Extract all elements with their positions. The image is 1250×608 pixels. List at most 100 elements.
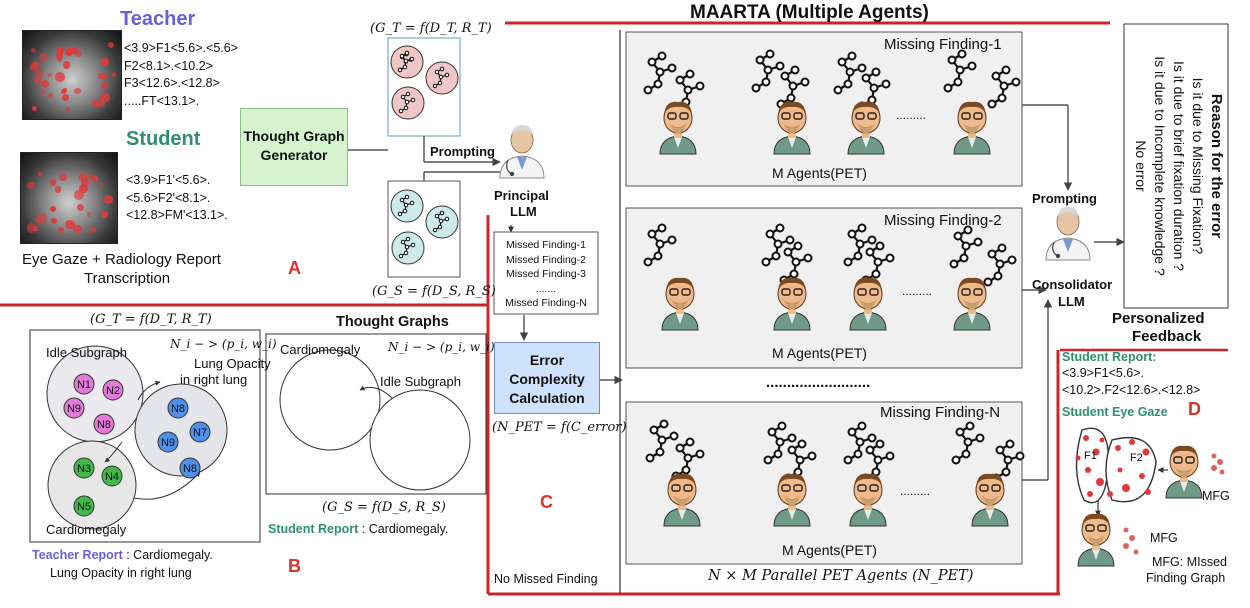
npet-formula: (N_PET = f(C_error)	[492, 420, 627, 435]
fixation-dot	[37, 171, 43, 177]
fixation-dot	[65, 48, 73, 56]
row-agents-label: M Agents(PET)	[772, 345, 867, 361]
personalized-line-2: Feedback	[1132, 328, 1202, 345]
missed-finding-item: .......	[535, 282, 557, 295]
parallel-agents-caption: N × M Parallel PET Agents (N_PET)	[708, 568, 974, 584]
teacher-graph-node-label: N8	[183, 463, 197, 475]
teacher-title: Teacher	[120, 8, 196, 30]
reason-title: Reason for the error	[1208, 93, 1225, 239]
teacher-graph-formula: (G_T = f(D_T, R_T)	[370, 21, 492, 36]
fixation-dot	[101, 57, 109, 66]
teacher-graph-node-label: N4	[105, 471, 119, 483]
student-report-title: Student Report:	[1062, 350, 1157, 364]
row-agents-label: M Agents(PET)	[782, 542, 877, 558]
mfg-label-2: MFG	[1150, 531, 1178, 545]
teacher-line: F2<8.1>.<10.2>	[124, 58, 213, 73]
thought-graph-generator-box: Thought Graph Generator	[240, 108, 348, 186]
fixation-dot	[54, 186, 61, 193]
fixation-dot	[57, 57, 63, 63]
teacher-graph-node-label: N8	[97, 419, 111, 431]
fixation-dot	[108, 42, 114, 49]
fixation-dot	[65, 106, 71, 112]
fixation-dot	[88, 174, 93, 179]
prompting-label: Prompting	[430, 144, 495, 159]
teacher-graph-node: N2	[102, 379, 124, 401]
panel-letter-a: A	[288, 258, 301, 278]
error-label-1: Error	[529, 352, 565, 368]
teacher-formula-b: (G_T = f(D_T, R_T)	[90, 312, 212, 327]
lung-opacity-line-2: in right lung	[180, 372, 248, 387]
fixation-dot	[65, 220, 75, 230]
teacher-graph-node: N1	[73, 373, 95, 395]
teacher-line: <3.9>F1<5.6>.<5.6>	[124, 41, 238, 55]
teacher-graph-node: N9	[157, 431, 179, 453]
caption-line-1: Eye Gaze + Radiology Report	[22, 251, 221, 268]
teacher-line: .....FT<13.1>.	[124, 93, 200, 108]
fixation-dot	[26, 181, 35, 190]
idle-subgraph-student: Idle Subgraph	[380, 374, 461, 389]
teacher-graph-node: N4	[101, 465, 123, 487]
teacher-line: F3<12.6>.<12.8>	[124, 76, 220, 90]
ni-formula-teacher: N_i − > (p_i, w_i)	[170, 337, 277, 351]
fixation-dot	[39, 53, 49, 62]
caption-line-2: Transcription	[84, 270, 171, 287]
fixation-dot	[34, 75, 43, 84]
panel-letter-c: C	[540, 492, 553, 512]
fixation-dot	[76, 204, 84, 212]
student-report-label: Student Report	[268, 522, 359, 536]
fixation-dot	[57, 226, 64, 233]
eye-gaze-title: Student Eye Gaze	[1062, 405, 1168, 419]
fixation-dot	[73, 224, 82, 234]
fixation-dot	[37, 213, 47, 223]
fixation-dot	[73, 190, 84, 201]
teacher-graph-node: N8	[167, 397, 189, 419]
fixation-dot	[74, 87, 81, 95]
fixation-dot	[31, 47, 37, 53]
fixation-dot	[110, 72, 116, 78]
fixation-dot	[81, 178, 90, 187]
error-label-2: Complexity	[509, 371, 585, 387]
student-line: <12.8>FM'<13.1>.	[126, 208, 228, 222]
reason-box-text: Reason for the error Is it due to Missin…	[1126, 30, 1226, 302]
thought-graphs-title: Thought Graphs	[336, 314, 449, 330]
missed-finding-item: Missed Finding-1	[506, 239, 586, 251]
missed-findings-list: Missed Finding-1 Missed Finding-2 Missed…	[496, 238, 596, 311]
cardiomegaly-student: Cardiomegaly	[280, 342, 361, 357]
fixation-dot	[41, 80, 50, 89]
student-report-line-1: <3.9>F1<5.6>.	[1062, 366, 1145, 380]
teacher-graph-node: N8	[93, 413, 115, 435]
fixation-dot	[98, 72, 106, 80]
fixation-dot	[55, 71, 65, 82]
fixation-dot	[50, 205, 57, 212]
error-complexity-box: Error Complexity Calculation	[494, 342, 600, 414]
maarta-title: MAARTA (Multiple Agents)	[690, 2, 929, 23]
student-report-text: : Cardiomegaly.	[358, 522, 449, 536]
f2-label: F2	[1130, 452, 1143, 464]
student-report-line-2: <10.2>.F2<12.6>.<12.8>	[1062, 383, 1201, 397]
teacher-graph-node: N5	[73, 495, 95, 517]
fixation-dot	[61, 93, 70, 102]
no-missed-finding-label: No Missed Finding	[494, 572, 598, 586]
fixation-dot	[103, 195, 113, 205]
fixation-dot	[100, 92, 110, 103]
teacher-graph-node-label: N2	[106, 385, 120, 397]
mfg-definition-line-1: MFG: MIssed	[1152, 555, 1228, 569]
student-report-b: Student Report : Cardiomegaly.	[268, 522, 448, 536]
fixation-dot	[94, 102, 100, 108]
fixation-dot	[47, 92, 54, 99]
student-formula-b: (G_S = f(D_S, R_S)	[322, 500, 446, 515]
teacher-graph-node-label: N3	[77, 463, 91, 475]
fixation-dot	[50, 217, 58, 225]
panel-letter-d: D	[1188, 399, 1201, 419]
fixation-dot	[70, 47, 78, 54]
missed-finding-item: Missed Finding-3	[506, 268, 586, 280]
consolidator-prompting: Prompting	[1032, 191, 1097, 206]
generator-label: Thought Graph Generator	[243, 128, 345, 163]
fixation-dot	[32, 105, 38, 111]
fixation-dot	[102, 74, 108, 80]
teacher-graph-node-label: N9	[161, 437, 175, 449]
ni-formula-student: N_i − > (p_i, w_i)	[388, 340, 495, 354]
fixation-dot	[59, 172, 68, 181]
